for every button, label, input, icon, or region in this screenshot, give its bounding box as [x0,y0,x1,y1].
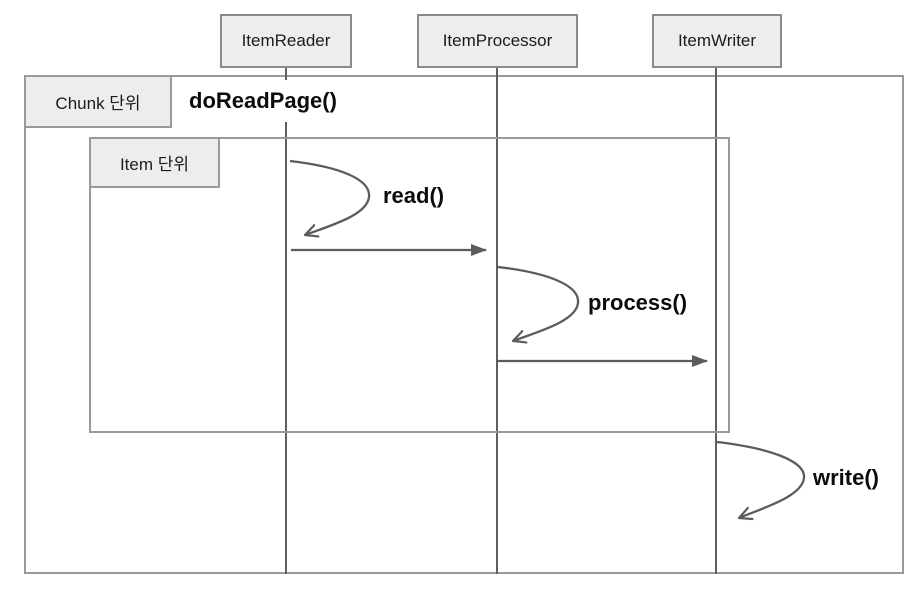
item-frame [89,137,730,433]
process-message-label: process() [588,290,688,315]
participant-itemwriter: ItemWriter [652,14,782,68]
itemwriter-lifeline [715,68,717,574]
itemprocessor-lifeline [496,68,498,574]
write-message-label: write() [813,465,879,490]
chunk-frame-label: Chunk 단위 [24,75,172,128]
participant-itemreader: ItemReader [220,14,352,68]
chunk-frame-operation-label: doReadPage() [179,80,431,122]
participant-itemprocessor: ItemProcessor [417,14,578,68]
read-message-label: read() [383,183,445,208]
chunk-frame [24,75,904,574]
itemreader-lifeline [285,68,287,574]
item-frame-label: Item 단위 [89,137,220,188]
